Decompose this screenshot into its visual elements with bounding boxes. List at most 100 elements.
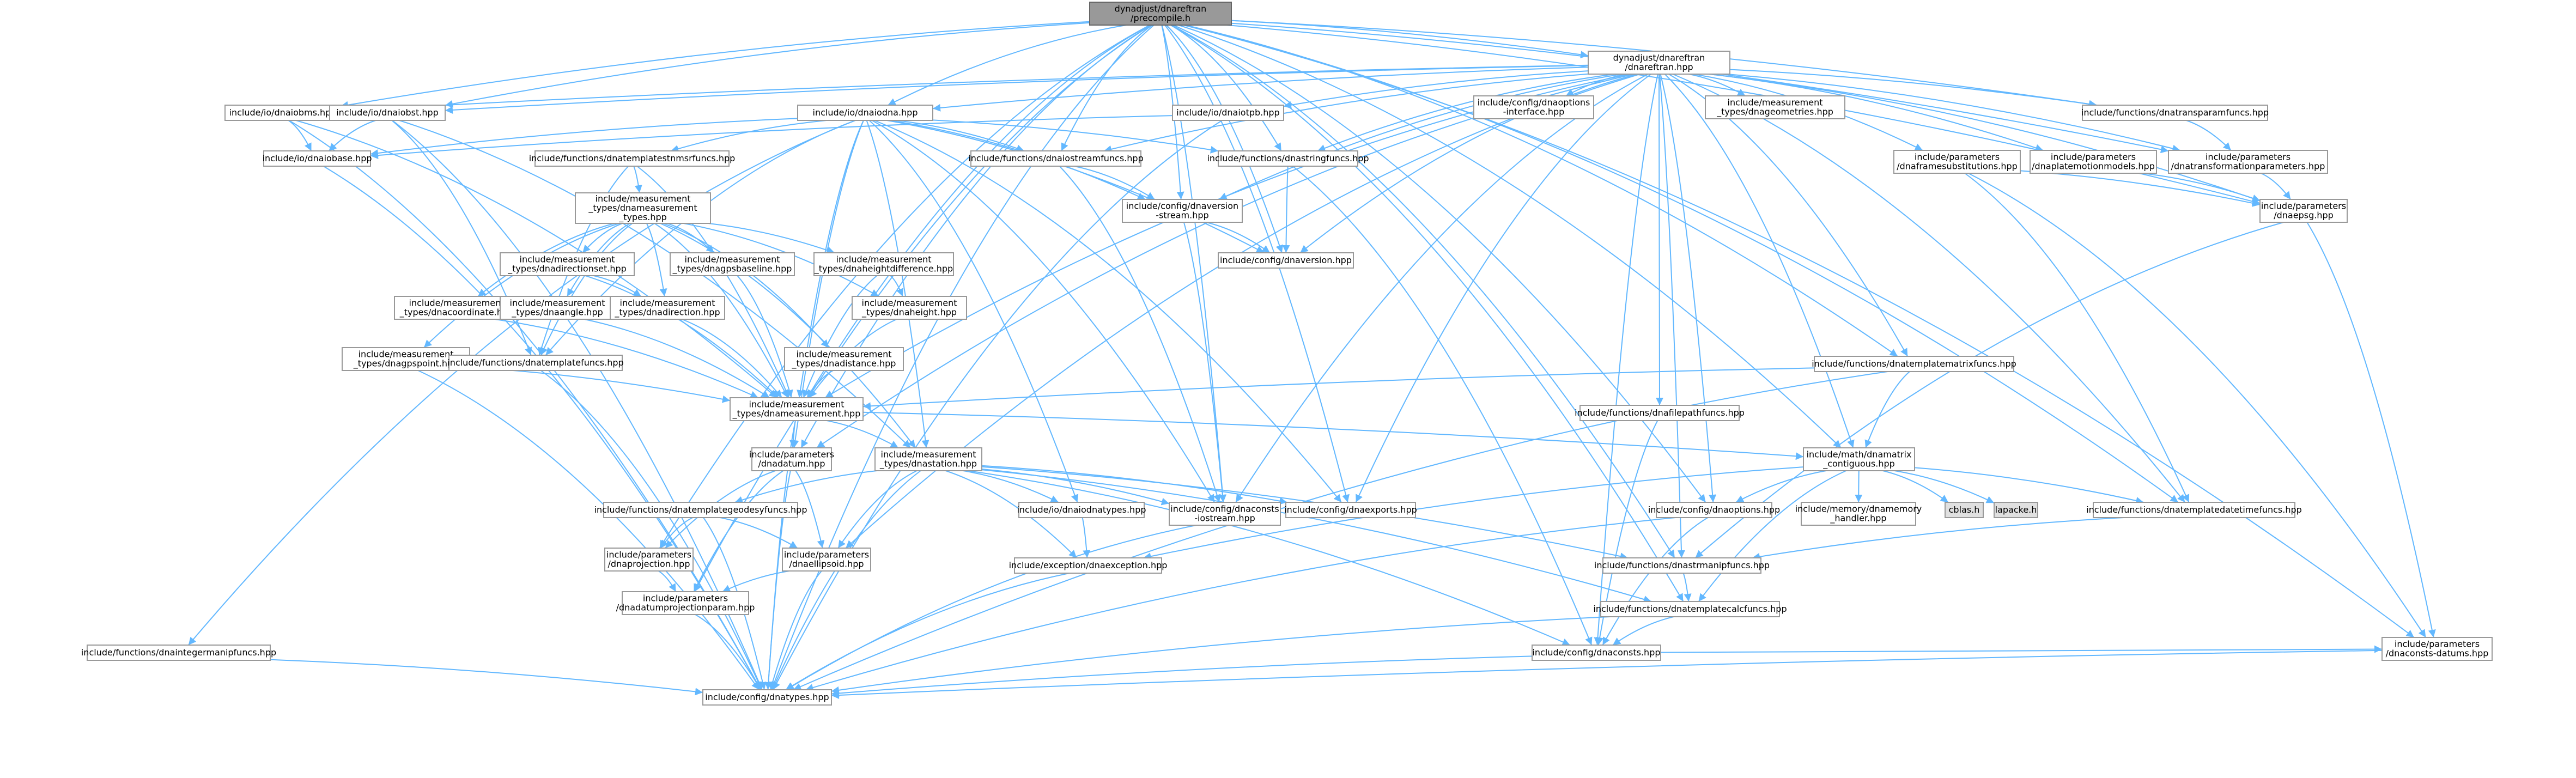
node-label: _types/dnaheightdifference.hpp	[814, 264, 953, 275]
edge-dnaiobst-to-dnaiobase	[328, 120, 376, 151]
node-cblas[interactable]: cblas.h	[1945, 502, 1984, 518]
edge-templatecalcfuncs-to-dnaconsts	[1612, 616, 1674, 646]
node-box	[1473, 95, 1594, 119]
node-datetimefuncs[interactable]: include/functions/dnatemplatedatetimefun…	[2086, 502, 2302, 518]
node-label: include/measurement	[749, 399, 845, 410]
node-label: include/exception/dnaexception.hpp	[1009, 560, 1168, 570]
node-dnaversion_stream[interactable]: include/config/dnaversion-stream.hpp	[1122, 199, 1243, 223]
node-label: _types/dnageometries.hpp	[1716, 107, 1833, 118]
edge-dnaiobst-to-templatefuncs	[391, 120, 532, 356]
node-transformparams[interactable]: include/parameters/dnatransformationpara…	[2168, 150, 2328, 174]
node-label: include/parameters	[784, 550, 869, 560]
node-dnaiobase[interactable]: include/io/dnaiobase.hpp	[263, 150, 372, 167]
edge-dnaprojection-to-datumprojparam	[658, 570, 677, 592]
edge-datumprojparam-to-dnatypes	[695, 614, 761, 690]
node-dnaiobms[interactable]: include/io/dnaiobms.hpp	[224, 105, 341, 121]
node-dnaoptions_if[interactable]: include/config/dnaoptions-interface.hpp	[1473, 95, 1594, 119]
node-dnaversion[interactable]: include/config/dnaversion.hpp	[1218, 252, 1354, 269]
edge-dnaiodna-to-iostreamfuncs	[897, 120, 1025, 152]
node-frame_subs[interactable]: include/parameters/dnaframesubstitutions…	[1893, 150, 2021, 174]
edge-msr_types-to-dnadistance	[663, 223, 829, 348]
edge-dnaoptions-to-dnatypes	[805, 517, 1676, 691]
edge-msr_types-to-dnadirectionset	[582, 223, 623, 253]
node-label: _types/dnacoordinate.hpp	[399, 307, 513, 318]
node-platemotion[interactable]: include/parameters/dnaplatemotionmodels.…	[2030, 150, 2157, 174]
node-templatematrixfuncs[interactable]: include/functions/dnatemplatematrixfuncs…	[1812, 356, 2016, 372]
node-dnatypes[interactable]: include/config/dnatypes.hpp	[702, 689, 832, 706]
node-dnaangle[interactable]: include/measurement_types/dnaangle.hpp	[500, 296, 615, 320]
node-templatecalcfuncs[interactable]: include/functions/dnatemplatecalcfuncs.h…	[1593, 601, 1787, 617]
node-label: cblas.h	[1949, 505, 1980, 515]
node-dnaheight[interactable]: include/measurement_types/dnaheight.hpp	[852, 296, 967, 320]
edge-reftran-to-dnaversion_stream	[1219, 74, 1623, 200]
edge-dnaangle-to-dnameasurement	[584, 319, 770, 398]
node-dnameasurement[interactable]: include/measurement_types/dnameasurement…	[730, 397, 864, 421]
edge-templatematrixfuncs-to-dnamatrix	[1864, 371, 1910, 448]
edge-dnamatrix-to-templatecalcfuncs	[1698, 470, 1846, 602]
node-dnadistance[interactable]: include/measurement_types/dnadistance.hp…	[784, 347, 904, 371]
node-templatestnmsrfuncs[interactable]: include/functions/dnatemplatestnmsrfuncs…	[529, 150, 736, 167]
edge-reftran-to-templatematrixfuncs	[1668, 74, 1909, 357]
node-templatefuncs[interactable]: include/functions/dnatemplatefuncs.hpp	[447, 355, 624, 371]
edge-dnaellipsoid-to-datumprojparam	[722, 570, 790, 592]
node-box	[970, 150, 1141, 167]
node-dnaprojection[interactable]: include/parameters/dnaprojection.hpp	[604, 548, 694, 572]
node-root[interactable]: dynadjust/dnareftran/precompile.h	[1089, 2, 1232, 26]
node-dnacoordinate[interactable]: include/measurement_types/dnacoordinate.…	[394, 296, 519, 320]
node-dnaepsg[interactable]: include/parameters/dnaepsg.hpp	[2259, 199, 2348, 223]
node-label: include/io/dnaiobase.hpp	[263, 153, 372, 163]
node-label: include/config/dnaoptions.hpp	[1648, 505, 1780, 515]
node-integermanip[interactable]: include/functions/dnaintegermanipfuncs.h…	[81, 645, 276, 661]
node-label: _types/dnadistance.hpp	[792, 358, 896, 369]
node-dnaellipsoid[interactable]: include/parameters/dnaellipsoid.hpp	[782, 548, 871, 572]
node-dnagpsbaseline[interactable]: include/measurement_types/dnagpsbaseline…	[670, 252, 795, 276]
node-dnastation[interactable]: include/measurement_types/dnastation.hpp	[874, 447, 982, 471]
node-label: include/config/dnaexports.hpp	[1284, 505, 1417, 515]
node-strmanipfuncs[interactable]: include/functions/dnastrmanipfuncs.hpp	[1594, 557, 1770, 574]
node-dnaiotpb[interactable]: include/io/dnaiotpb.hpp	[1172, 105, 1284, 121]
node-dnaheightdiff[interactable]: include/measurement_types/dnaheightdiffe…	[813, 252, 954, 276]
node-label: include/io/dnaiodnatypes.hpp	[1017, 505, 1146, 515]
node-iostreamfuncs[interactable]: include/functions/dnaiostreamfuncs.hpp	[968, 150, 1144, 167]
node-dnaexports[interactable]: include/config/dnaexports.hpp	[1284, 502, 1417, 518]
node-lapacke[interactable]: lapacke.h	[1994, 502, 2038, 518]
node-label: include/io/dnaiotpb.hpp	[1176, 107, 1279, 118]
node-msr_types[interactable]: include/measurement_types/dnameasurement…	[575, 192, 711, 224]
node-dnaiobst[interactable]: include/io/dnaiobst.hpp	[329, 105, 446, 121]
node-label: include/functions/dnafilepathfuncs.hpp	[1575, 408, 1745, 418]
node-filepathfuncs[interactable]: include/functions/dnafilepathfuncs.hpp	[1575, 405, 1745, 421]
edge-dnaexception-to-dnatypes	[785, 573, 1070, 690]
node-dnaexception[interactable]: include/exception/dnaexception.hpp	[1009, 557, 1168, 574]
node-dnaiodnatypes[interactable]: include/io/dnaiodnatypes.hpp	[1017, 502, 1146, 518]
node-reftran[interactable]: dynadjust/dnareftran/dnareftran.hpp	[1588, 51, 1730, 75]
node-box	[1122, 199, 1243, 223]
edge-dnastation-to-dnaellipsoid	[837, 470, 918, 549]
node-label: _types/dnagpspoint.hpp	[353, 358, 459, 369]
node-label: _types/dnadirectionset.hpp	[507, 264, 627, 275]
node-dnadirection[interactable]: include/measurement_types/dnadirection.h…	[610, 296, 725, 320]
node-dnaconsts[interactable]: include/config/dnaconsts.hpp	[1532, 645, 1661, 661]
node-label: include/functions/dnaiostreamfuncs.hpp	[968, 153, 1143, 163]
node-dnamatrix[interactable]: include/math/dnamatrix_contiguous.hpp	[1803, 447, 1915, 471]
node-geodesyfuncs[interactable]: include/functions/dnatemplategeodesyfunc…	[594, 502, 807, 518]
node-dnageometries[interactable]: include/measurement_types/dnageometries.…	[1705, 95, 1845, 119]
node-dnaoptions[interactable]: include/config/dnaoptions.hpp	[1648, 502, 1780, 518]
node-dnaconsts_iostream[interactable]: include/config/dnaconsts-iostream.hpp	[1169, 502, 1281, 526]
node-dnadatum[interactable]: include/parameters/dnadatum.hpp	[749, 447, 834, 471]
node-datumprojparam[interactable]: include/parameters/dnadatumprojectionpar…	[616, 591, 755, 615]
node-label: include/measurement	[596, 193, 691, 204]
node-dnadirectionset[interactable]: include/measurement_types/dnadirectionse…	[500, 252, 635, 276]
edge-msr_types-to-dnaangle	[567, 223, 630, 297]
edge-reftran-to-stringfuncs	[1317, 74, 1615, 152]
node-stringfuncs[interactable]: include/functions/dnastringfuncs.hpp	[1207, 150, 1369, 167]
node-consts_datums[interactable]: include/parameters/dnaconsts-datums.hpp	[2381, 637, 2493, 661]
node-dnaiodna[interactable]: include/io/dnaiodna.hpp	[797, 105, 933, 121]
edge-dnaiodna-to-dnadatum	[791, 120, 864, 448]
node-label: /dnatransformationparameters.hpp	[2171, 161, 2325, 172]
node-label: /dnadatumprojectionparam.hpp	[616, 603, 755, 613]
node-label: include/functions/dnastrmanipfuncs.hpp	[1594, 560, 1770, 570]
edge-reftran-to-dnaconsts_iostream	[1235, 74, 1649, 503]
node-memory_handler[interactable]: include/memory/dnamemory_handler.hpp	[1795, 502, 1922, 526]
edge-templatematrixfuncs-to-dnameasurement	[862, 367, 1815, 410]
node-transparamfuncs[interactable]: include/functions/dnatransparamfuncs.hpp	[2081, 105, 2269, 121]
